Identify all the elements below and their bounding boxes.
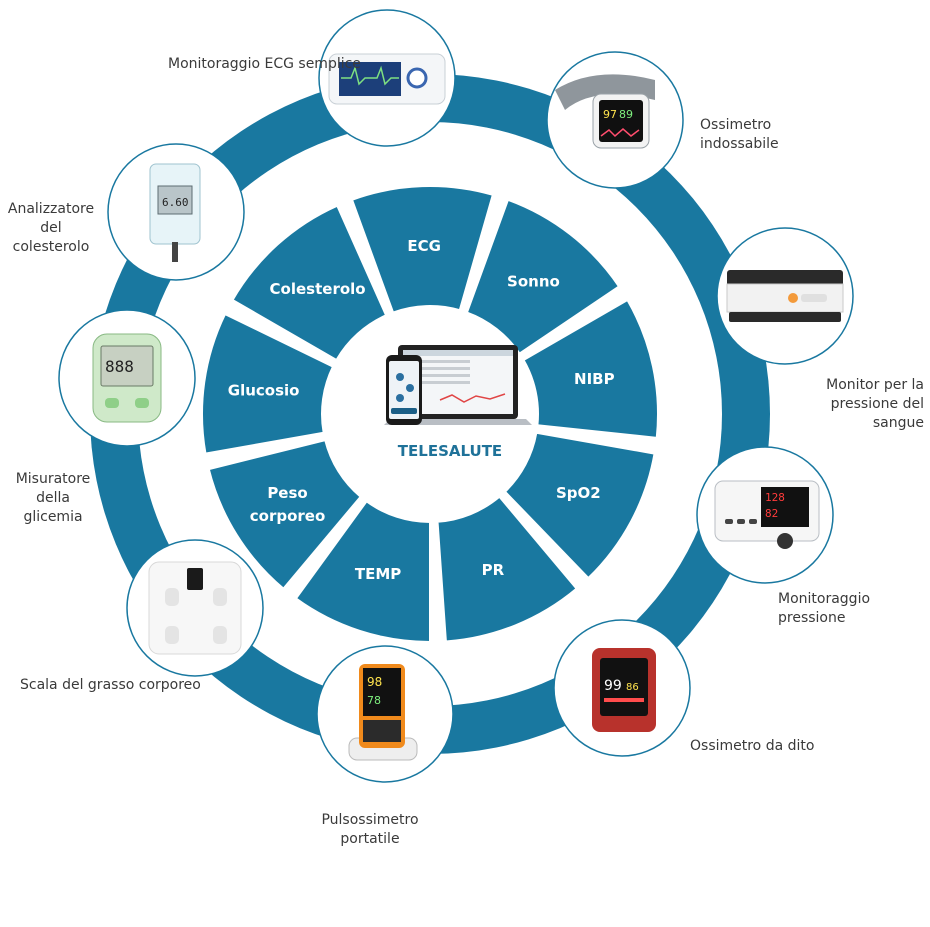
segment-label-pr: PR [482, 561, 505, 579]
device-photo-circle: 6.60 [107, 143, 245, 281]
segment-label-ecg: ECG [407, 237, 441, 255]
segment-ecg [351, 185, 494, 314]
segment-sonno [465, 198, 621, 355]
blood-pressure-monitor-icon [726, 270, 844, 322]
segment-glucosio [201, 313, 334, 455]
body-fat-scale-icon [148, 561, 242, 655]
svg-text:78: 78 [367, 694, 381, 707]
svg-text:98: 98 [367, 675, 382, 689]
segment-spo2 [504, 431, 656, 580]
segment-label-temp: TEMP [355, 565, 401, 583]
svg-text:99: 99 [604, 678, 622, 694]
device-photo-circle [716, 227, 854, 365]
device-label-bp-monitor: Monitor per la pressione del sangue [826, 377, 924, 431]
segment-nibp [522, 299, 659, 439]
device-label-handheld-oximeter: Pulsossimetro portatile [321, 812, 419, 847]
device-label-cholesterol-analyzer: Analizzatore del colesterolo [7, 201, 95, 255]
finger-oximeter-icon: 99 86 [592, 648, 656, 732]
segment-label-colesterolo: Colesterolo [270, 280, 366, 298]
device-photo-circle: 888 [58, 309, 196, 447]
device-label-wearable-oximeter: Ossimetro indossabile [700, 117, 779, 152]
device-photo-circle [318, 9, 456, 147]
device-photo-circle: 99 86 [553, 619, 691, 757]
svg-text:82: 82 [765, 507, 778, 520]
svg-text:6.60: 6.60 [162, 196, 189, 209]
svg-text:888: 888 [105, 357, 134, 376]
glucose-meter-icon: 888 [92, 333, 162, 423]
segment-label-glucosio: Glucosio [228, 382, 300, 400]
segment-peso-corporeo [207, 439, 362, 590]
device-label-pressure-monitoring: Monitoraggio pressione [778, 591, 871, 626]
svg-text:86: 86 [626, 682, 639, 693]
segment-label-sonno: Sonno [507, 273, 560, 291]
svg-text:89: 89 [619, 108, 633, 121]
device-label-body-fat-scale: Scala del grasso corporeo [20, 677, 201, 693]
svg-text:128: 128 [765, 491, 785, 504]
device-label-ecg: Monitoraggio ECG semplice [168, 56, 361, 72]
segment-label-nibp: NIBP [574, 370, 615, 388]
segment-pr [436, 495, 578, 643]
svg-text:97: 97 [603, 108, 617, 121]
segment-colesterolo [231, 204, 388, 361]
device-label-glucose-meter: Misuratore della glicemia [15, 471, 91, 525]
segment-label-spo2: SpO2 [556, 484, 601, 502]
laptop-and-phone-icon [384, 345, 532, 425]
center-title: TELESALUTE [398, 442, 502, 460]
ecg-monitor-icon [328, 53, 446, 105]
cholesterol-analyzer-icon: 6.60 [149, 163, 201, 262]
device-label-finger-oximeter: Ossimetro da dito [690, 738, 815, 754]
segment-temp [294, 500, 431, 643]
device-photo-circle [126, 539, 264, 677]
